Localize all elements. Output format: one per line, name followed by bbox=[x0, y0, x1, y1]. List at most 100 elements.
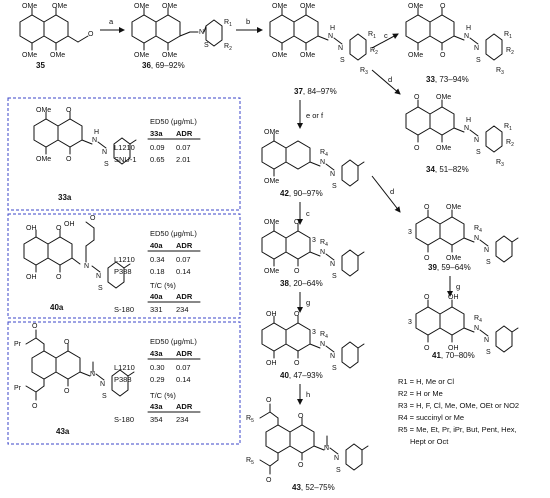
n-label: N bbox=[199, 29, 204, 36]
r4-label: R4 bbox=[474, 315, 482, 324]
ome-label: OMe bbox=[436, 94, 451, 101]
s-label: S bbox=[486, 349, 491, 356]
o-label: O bbox=[90, 215, 96, 222]
r2-label: R2 bbox=[506, 47, 514, 56]
r4-label: R4 bbox=[474, 225, 482, 234]
s-label: S bbox=[476, 149, 481, 156]
panel-33a-compound-label: 33a bbox=[58, 193, 72, 202]
o-label: O bbox=[294, 311, 300, 318]
substituent-legend: R1 = H, Me or Cl R2 = H or Me R3 = H, F,… bbox=[398, 377, 519, 446]
row-name: SNU-1 bbox=[114, 155, 137, 164]
r2-label: R2 bbox=[506, 139, 514, 148]
step-g-right-label: g bbox=[456, 282, 460, 291]
o-label: O bbox=[424, 204, 430, 211]
r1-label: R1 bbox=[504, 123, 512, 132]
o-label: O bbox=[32, 403, 38, 410]
ed50-title: ED50 (μg/mL) bbox=[150, 229, 197, 238]
tc-title: T/C (%) bbox=[150, 391, 176, 400]
row-name: L1210 bbox=[114, 363, 135, 372]
ome-label: OMe bbox=[264, 178, 279, 185]
oh-label: OH bbox=[448, 345, 459, 352]
ome-label: OMe bbox=[50, 52, 65, 59]
s-label: S bbox=[332, 183, 337, 190]
compound-43: O R5 O O R5 O N N S 43, 52–75% bbox=[246, 397, 369, 492]
r3-label: R3 bbox=[496, 159, 504, 168]
ome-label: OMe bbox=[52, 3, 67, 10]
compound-43-label: 43, 52–75% bbox=[292, 483, 335, 492]
o-label: O bbox=[414, 94, 420, 101]
n-label: N bbox=[96, 273, 101, 280]
ome-label: OMe bbox=[36, 107, 51, 114]
position-3-label: 3 bbox=[408, 319, 412, 326]
r1-label: R1 bbox=[224, 19, 232, 28]
compound-33: OMe O OMe O N H N S R1 R2 R3 33, 73–94% bbox=[405, 3, 514, 84]
ome-label: OMe bbox=[162, 3, 177, 10]
oh-label: OH bbox=[26, 225, 37, 232]
h-label: H bbox=[466, 25, 471, 32]
n-label: N bbox=[92, 137, 97, 144]
arrow-c-top bbox=[371, 33, 399, 49]
ome-label: OMe bbox=[264, 129, 279, 136]
step-b-label: b bbox=[246, 17, 250, 26]
ome-label: OMe bbox=[300, 3, 315, 10]
legend-line: R5 = Me, Et, Pr, iPr, But, Pent, Hex, bbox=[398, 425, 517, 434]
r4-label: R4 bbox=[320, 239, 328, 248]
n-label: N bbox=[330, 353, 335, 360]
o-label: O bbox=[298, 462, 304, 469]
ome-label: OMe bbox=[272, 52, 287, 59]
compound-42-label: 42, 90–97% bbox=[280, 189, 323, 198]
col-header-compound: 33a bbox=[150, 129, 163, 138]
row-value: 0.29 bbox=[150, 375, 165, 384]
legend-line: R4 = succinyl or Me bbox=[398, 413, 464, 422]
row-value: 0.07 bbox=[176, 363, 191, 372]
compound-41: O OH O OH 3 N R4 N S 41, 70–80% bbox=[408, 294, 519, 360]
col-header-compound: 40a bbox=[150, 241, 163, 250]
o-label: O bbox=[294, 268, 300, 275]
s-label: S bbox=[336, 467, 341, 474]
r5-label: R5 bbox=[246, 457, 254, 466]
row-value: 0.07 bbox=[176, 255, 191, 264]
step-d-mid-label: d bbox=[390, 187, 394, 196]
ome-label: OMe bbox=[22, 52, 37, 59]
n-label: N bbox=[464, 125, 469, 132]
o-label: O bbox=[32, 323, 38, 330]
r4-label: R4 bbox=[320, 331, 328, 340]
ome-label: OMe bbox=[134, 3, 149, 10]
s-label: S bbox=[486, 259, 491, 266]
compound-35: OMe OMe OMe OMe O 35 bbox=[19, 3, 94, 70]
ome-label: OMe bbox=[162, 52, 177, 59]
row-value: 0.34 bbox=[150, 255, 165, 264]
ome-label: OMe bbox=[408, 52, 423, 59]
row-value: 0.07 bbox=[176, 143, 191, 152]
n-label: N bbox=[334, 455, 339, 462]
panel-43a: O Pr O O Pr O N N S 43a ED50 (μg/mL) 43a… bbox=[7, 321, 241, 445]
ome-label: OMe bbox=[300, 52, 315, 59]
o-label: O bbox=[414, 145, 420, 152]
n-label: N bbox=[320, 249, 325, 256]
s-label: S bbox=[104, 161, 109, 168]
r2-label: R2 bbox=[224, 43, 232, 52]
s-label: S bbox=[332, 273, 337, 280]
s-label: S bbox=[98, 285, 103, 292]
n-label: N bbox=[474, 45, 479, 52]
o-label: O bbox=[266, 477, 272, 484]
row-value: 0.18 bbox=[150, 267, 165, 276]
r4-label: R4 bbox=[320, 149, 328, 158]
col-header-adr: ADR bbox=[176, 402, 193, 411]
r1-label: R1 bbox=[368, 31, 376, 40]
ome-label: OMe bbox=[264, 268, 279, 275]
o-label: O bbox=[66, 107, 72, 114]
legend-line: Hept or Oct bbox=[410, 437, 449, 446]
row-name: S-180 bbox=[114, 415, 134, 424]
tc-title: T/C (%) bbox=[150, 281, 176, 290]
panel-43a-compound-label: 43a bbox=[56, 427, 70, 436]
oh-label: OH bbox=[64, 221, 75, 228]
col-header-adr: ADR bbox=[176, 241, 193, 250]
n-label: N bbox=[484, 247, 489, 254]
n-label: N bbox=[90, 371, 95, 378]
row-value: 0.14 bbox=[176, 375, 191, 384]
n-label: N bbox=[474, 325, 479, 332]
row-value: 331 bbox=[150, 305, 163, 314]
o-label: O bbox=[66, 156, 72, 163]
compound-40: OH O OH O 3 N R4 N S 40, 47–93% bbox=[261, 311, 365, 380]
